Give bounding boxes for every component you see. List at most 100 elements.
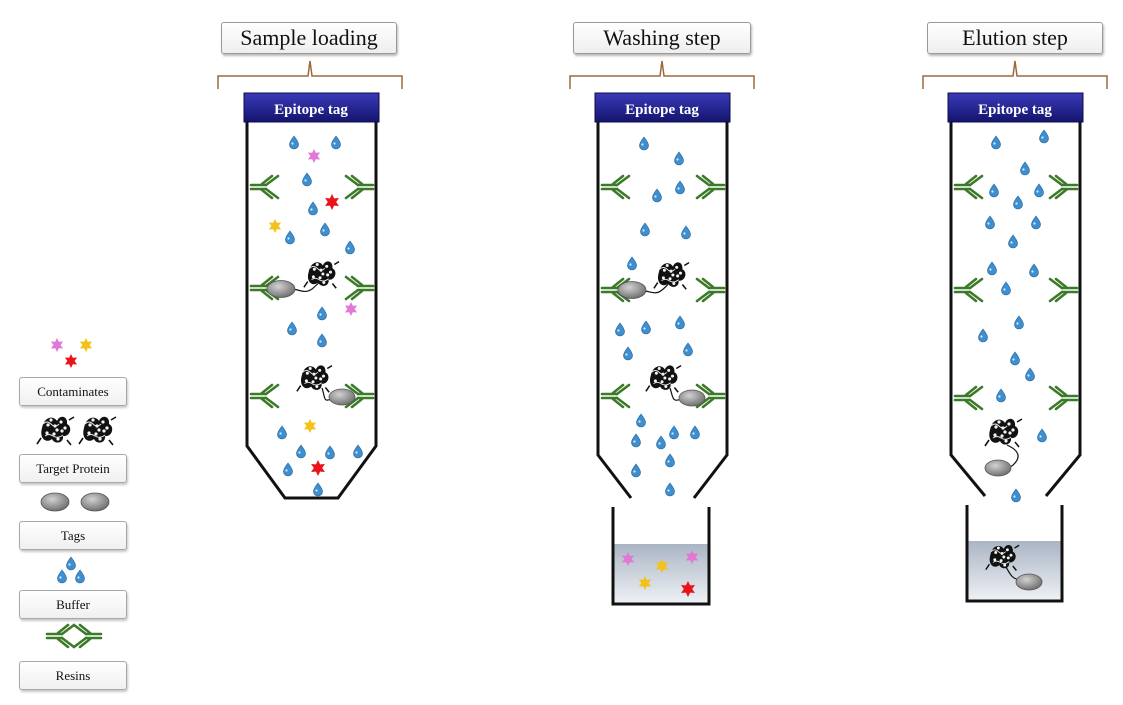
buffer-drop-icon <box>1010 351 1020 366</box>
buffer-drop-icon <box>1034 183 1044 198</box>
resin-antibody-icon <box>600 174 631 200</box>
legend-label-tags: Tags <box>19 521 127 550</box>
buffer-drop-icon <box>325 445 335 460</box>
stage-title-elution-step: Elution step <box>927 22 1103 54</box>
tag-icon <box>678 389 706 407</box>
column-sample-loading: Epitope tag <box>243 92 380 500</box>
buffer-drop-icon <box>627 256 637 271</box>
buffer-drop-icon <box>640 222 650 237</box>
buffer-drop-icon <box>345 240 355 255</box>
column-body-right <box>1044 120 1082 497</box>
target-protein-icon <box>653 261 690 290</box>
buffer-drop-icon <box>641 320 651 335</box>
buffer-drop-icon <box>1039 129 1049 144</box>
buffer-drops-layer <box>277 135 363 497</box>
resin-antibody-icon <box>600 383 631 409</box>
buffer-drop-icon <box>277 425 287 440</box>
target-proteins-layer <box>617 261 706 407</box>
contaminant-star-icon <box>685 550 699 564</box>
buffer-drop-icon <box>331 135 341 150</box>
stage-title-washing-step: Washing step <box>573 22 751 54</box>
buffer-drop-icon <box>1011 488 1021 503</box>
stage-brackets <box>217 60 1108 89</box>
buffer-drop-icon <box>296 444 306 459</box>
legend-label-buffer: Buffer <box>19 590 127 619</box>
target-protein-icon <box>303 260 340 289</box>
collection-tube-liquid <box>613 544 709 603</box>
tag-icon <box>328 388 356 406</box>
buffer-drop-icon <box>1031 215 1041 230</box>
column-body <box>245 120 378 500</box>
buffer-drop-icon <box>1008 234 1018 249</box>
target-protein-icon <box>296 364 333 393</box>
column-washing-step: Epitope tag <box>594 92 731 606</box>
target-protein-icon <box>36 416 75 446</box>
buffer-drop-icon <box>308 201 318 216</box>
buffer-drop-icon <box>283 462 293 477</box>
contaminant-star-icon <box>344 302 358 316</box>
contaminant-star-icon <box>681 581 695 597</box>
resin-antibody-icon <box>249 174 280 200</box>
resin-antibody-icon <box>695 174 726 200</box>
resin-antibody-icon <box>1048 277 1079 303</box>
contaminant-star-icon <box>303 419 317 433</box>
resin-antibody-icon <box>249 275 280 301</box>
buffer-drop-icon <box>1014 315 1024 330</box>
buffer-drop-icon <box>631 433 641 448</box>
tag-icon <box>40 492 70 512</box>
buffer-drop-icon <box>1025 367 1035 382</box>
resin-antibody-icon <box>344 275 375 301</box>
contaminant-star-icon <box>268 219 282 233</box>
epitope-tag-label: Epitope tag <box>274 102 348 118</box>
buffer-drop-icon <box>285 230 295 245</box>
buffer-drop-icon <box>978 328 988 343</box>
contaminants-layer <box>621 550 699 597</box>
buffer-drop-icon <box>991 135 1001 150</box>
epitope-tag-header <box>947 92 1084 123</box>
column-body <box>596 120 633 499</box>
buffer-drop-icon <box>652 188 662 203</box>
buffer-drop-icon <box>623 346 633 361</box>
tag-icon <box>617 281 647 299</box>
buffer-drop-icon <box>320 222 330 237</box>
buffer-drop-icon <box>669 425 679 440</box>
buffer-drop-icon <box>66 556 76 571</box>
collection-tube <box>611 507 711 606</box>
buffer-drop-icon <box>615 322 625 337</box>
column-body-right <box>692 120 729 499</box>
bracket-elution-step <box>922 60 1108 89</box>
contaminant-star-icon <box>50 338 64 352</box>
contaminants-layer <box>268 149 358 476</box>
tag-icon <box>80 492 110 512</box>
target-proteins-layer <box>984 418 1043 591</box>
buffer-drops-layer <box>615 136 700 497</box>
epitope-tag-label: Epitope tag <box>978 102 1052 118</box>
buffer-drop-icon <box>639 136 649 151</box>
target-proteins-layer <box>266 260 356 406</box>
buffer-drop-icon <box>987 261 997 276</box>
buffer-drop-icon <box>1020 161 1030 176</box>
buffer-drop-icon <box>302 172 312 187</box>
column-elution-step: Epitope tag <box>947 92 1084 603</box>
buffer-drop-icon <box>353 444 363 459</box>
buffer-drop-icon <box>674 151 684 166</box>
buffer-drop-icon <box>989 183 999 198</box>
buffer-drop-icon <box>665 453 675 468</box>
buffer-drops-layer <box>978 129 1049 503</box>
target-protein-icon <box>78 416 117 446</box>
target-protein-icon <box>985 544 1020 571</box>
legend-icons <box>36 338 117 649</box>
resin-antibody-icon <box>953 174 984 200</box>
epitope-tag-label: Epitope tag <box>625 102 699 118</box>
resin-antibody-icon <box>953 277 984 303</box>
buffer-drop-icon <box>287 321 297 336</box>
buffer-drop-icon <box>1037 428 1047 443</box>
resin-antibody-icon <box>1048 174 1079 200</box>
tag-icon <box>984 459 1012 477</box>
buffer-drop-icon <box>683 342 693 357</box>
legend-label-resins: Resins <box>19 661 127 690</box>
buffer-drop-icon <box>656 435 666 450</box>
buffer-drop-icon <box>631 463 641 478</box>
tag-icon <box>1015 573 1043 591</box>
